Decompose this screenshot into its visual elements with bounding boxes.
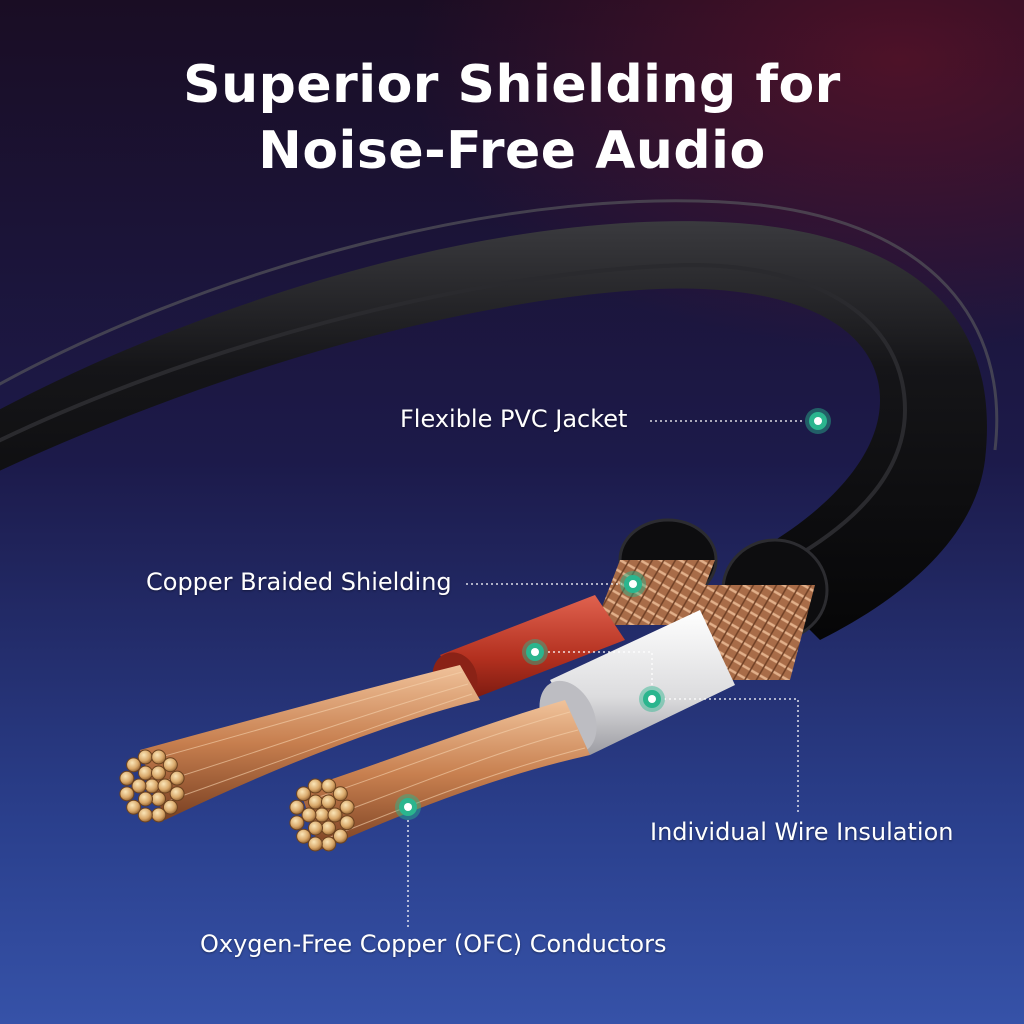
strand-end [296,786,312,802]
strand-end [138,765,153,781]
marker-jacket-icon [805,408,831,434]
title-line-1: Superior Shielding for [183,55,841,115]
strand-end [131,778,147,794]
strand-end [321,778,337,794]
callout-leaders [407,420,805,930]
strand-end [332,828,348,844]
marker-ofc-icon [395,794,421,820]
strand-end [301,807,317,823]
strand-end [169,786,185,802]
marker-white-insulation-icon [639,686,665,712]
strand-bundle-right [289,778,355,852]
strand-end [321,794,336,810]
strand-end [162,757,178,773]
leader-insulation [664,698,799,815]
strand-end [339,799,355,815]
strand-end [308,794,323,810]
strand-end [332,786,348,802]
strand-end [119,786,135,802]
strand-end [327,807,343,823]
callout-markers [395,408,831,820]
strand-end [162,799,178,815]
strand-end [137,807,153,823]
strand-end [126,757,142,773]
strand-end [144,778,160,794]
strand-end [321,820,336,836]
strand-end [157,778,173,794]
strand-end [138,791,153,807]
marker-red-insulation-icon [522,639,548,665]
marker-braid-icon [620,571,646,597]
callout-label-insulation: Individual Wire Insulation [650,818,954,846]
strand-end [289,815,305,831]
strand-end [307,778,323,794]
strand-end [314,807,330,823]
strand-end [307,836,323,852]
title-line-2: Noise-Free Audio [258,121,766,181]
callout-label-jacket: Flexible PVC Jacket [400,405,628,433]
strand-end [151,765,166,781]
callout-label-braid: Copper Braided Shielding [146,568,452,596]
strand-end [119,770,135,786]
strand-end [321,836,337,852]
strand-end [169,770,185,786]
callout-label-conductors: Oxygen-Free Copper (OFC) Conductors [200,930,667,958]
strand-end [151,749,167,765]
strand-end [151,791,166,807]
strand-end [339,815,355,831]
copper-conductors [119,665,590,852]
page-title: Superior Shielding for Noise-Free Audio [0,52,1024,184]
strand-end [137,749,153,765]
strand-end [289,799,305,815]
strand-end [308,820,323,836]
strand-end [126,799,142,815]
strand-end [296,828,312,844]
strand-bundle-left [119,749,185,823]
strand-end [151,807,167,823]
